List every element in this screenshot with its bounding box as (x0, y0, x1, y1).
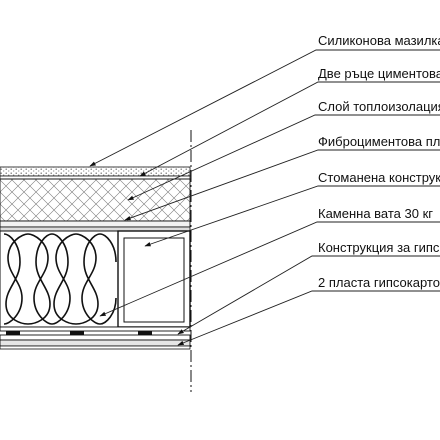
label-steel: Стоманена конструкция (318, 170, 440, 185)
leader-silicone (89, 49, 440, 167)
leader-steel (144, 185, 440, 247)
label-drywall: 2 пласта гипсокартон (318, 275, 440, 290)
stone-wool-loops-lower (3, 233, 117, 325)
framing-bar-2 (70, 331, 84, 335)
label-insulation: Слой топлоизолация (318, 99, 440, 114)
label-fibre-cement: Фиброциментова плоскост (318, 134, 440, 149)
callout-labels: Силиконова мазилка Две ръце циментова Сл… (318, 33, 440, 290)
leader-fibre-cement (124, 149, 440, 221)
framing-bar-1 (6, 331, 20, 335)
label-stone-wool: Каменна вата 30 кг (318, 206, 433, 221)
leader-drywall (177, 290, 440, 346)
leader-mortar (139, 81, 440, 177)
steel-profile-inner (123, 237, 185, 323)
label-mortar: Две ръце циментова (318, 66, 440, 81)
leader-lines (89, 49, 440, 346)
label-framing: Конструкция за гипсокартон (318, 240, 440, 255)
leader-stone-wool (99, 221, 440, 317)
insulation-block (0, 178, 191, 222)
drywall-board-3 (0, 345, 191, 350)
framing-bar-3 (138, 331, 152, 335)
bottom-flange (0, 326, 191, 332)
plaster-layer (0, 166, 191, 177)
fibre-cement-layer (0, 220, 191, 228)
label-silicone: Силиконова мазилка (318, 33, 440, 48)
leader-framing (177, 255, 440, 335)
drywall-board-2 (0, 339, 191, 347)
drywall-board-1 (0, 334, 191, 341)
leader-insulation (127, 114, 440, 201)
